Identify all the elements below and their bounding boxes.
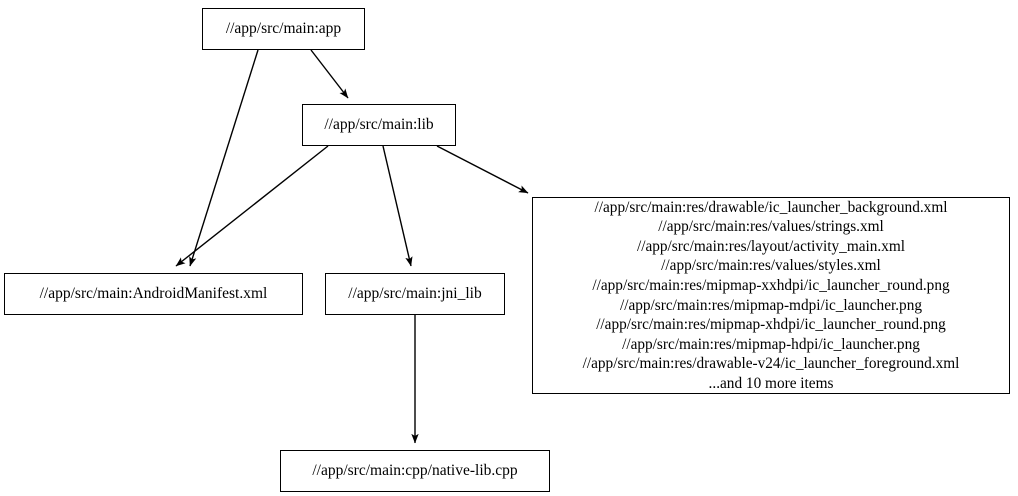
edge-lib-to-jni-lib <box>382 145 413 267</box>
node-native-lib-cpp[interactable]: //app/src/main:cpp/native-lib.cpp <box>280 450 550 492</box>
edge-app-to-lib <box>310 49 349 99</box>
node-resources-label: //app/src/main:res/drawable/ic_launcher_… <box>582 198 960 392</box>
edge-lib-to-manifest <box>175 145 329 267</box>
node-jni-lib-label: //app/src/main:jni_lib <box>348 285 482 303</box>
node-resources[interactable]: //app/src/main:res/drawable/ic_launcher_… <box>532 197 1010 394</box>
node-android-manifest-label: //app/src/main:AndroidManifest.xml <box>39 285 268 303</box>
edge-lib-to-resources <box>436 145 529 194</box>
node-native-lib-cpp-label: //app/src/main:cpp/native-lib.cpp <box>312 462 518 480</box>
edge-app-to-manifest <box>189 49 259 267</box>
node-android-manifest[interactable]: //app/src/main:AndroidManifest.xml <box>4 273 303 315</box>
node-app[interactable]: //app/src/main:app <box>202 8 365 50</box>
node-lib[interactable]: //app/src/main:lib <box>302 104 456 146</box>
node-lib-label: //app/src/main:lib <box>324 116 434 134</box>
node-app-label: //app/src/main:app <box>225 20 342 38</box>
node-jni-lib[interactable]: //app/src/main:jni_lib <box>325 273 505 315</box>
